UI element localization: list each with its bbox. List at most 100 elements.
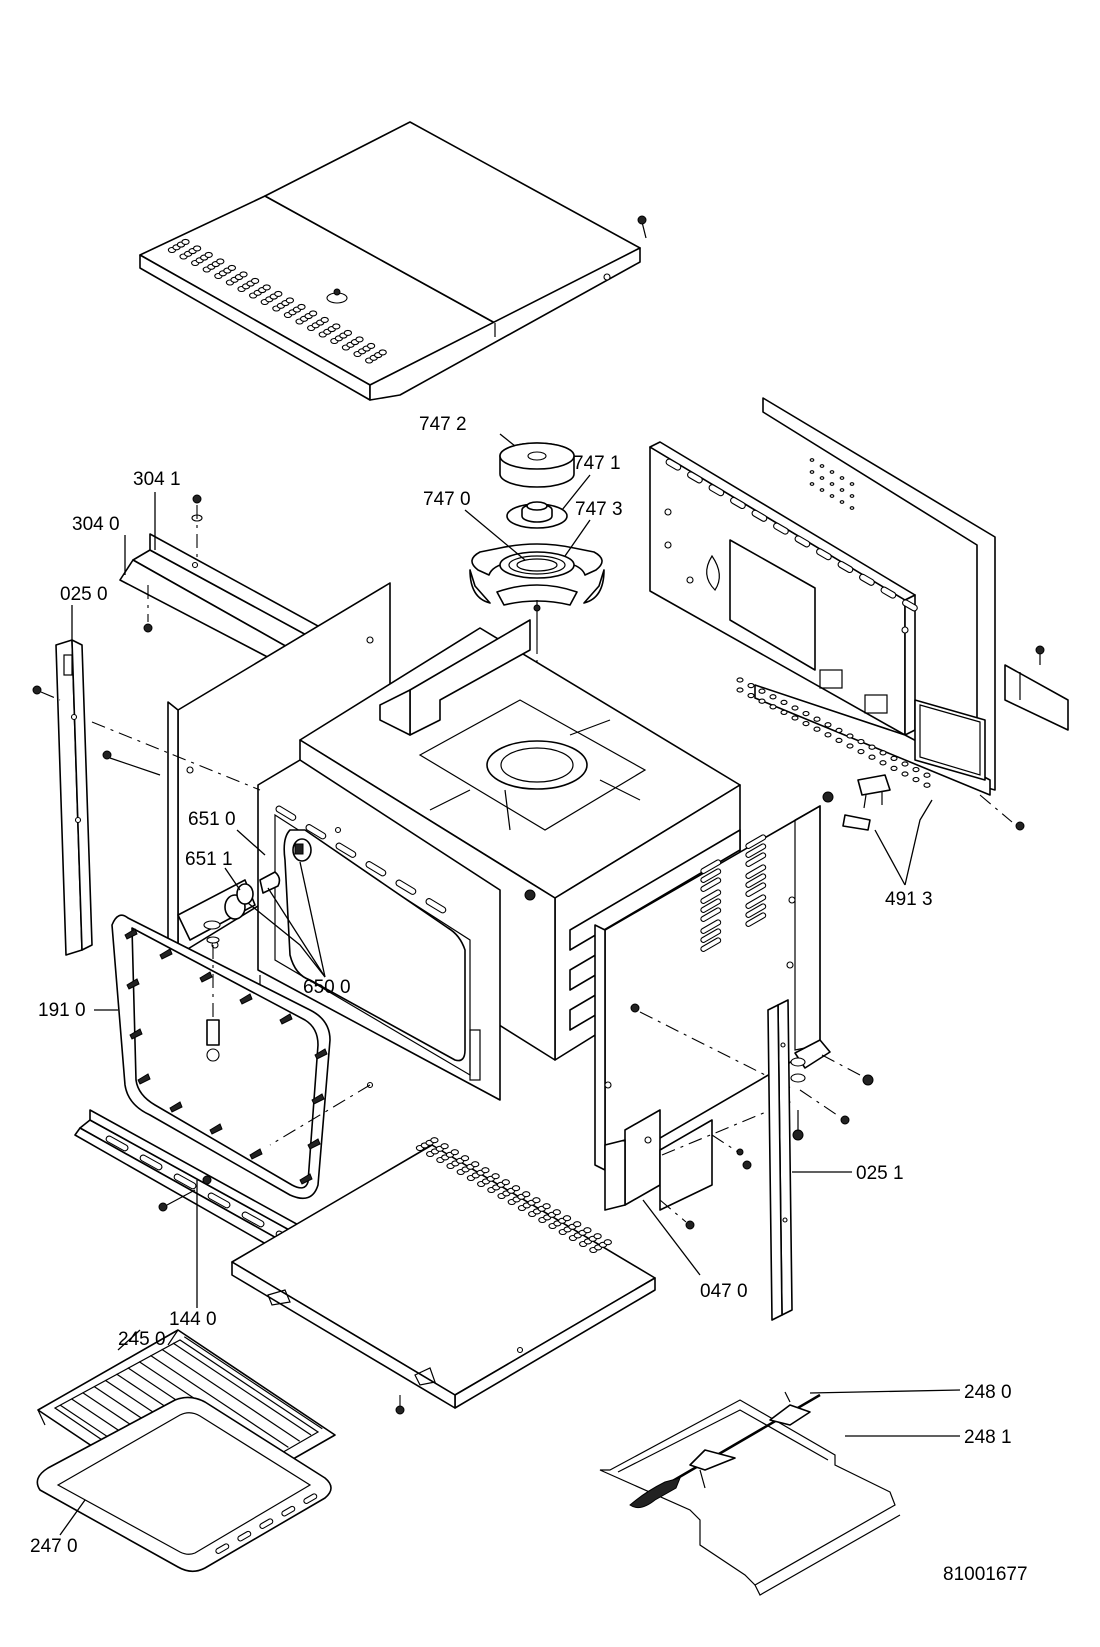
vent-dot: [809, 458, 815, 462]
panel-slot: [902, 599, 918, 612]
panel-slot: [665, 458, 682, 471]
perforation-hole: [879, 760, 887, 766]
vent-louvre: [700, 907, 722, 922]
perforation-hole: [355, 336, 364, 343]
vent-dot: [819, 488, 825, 492]
tray-slot: [215, 1543, 230, 1554]
perforation-hole: [532, 1197, 541, 1204]
panel-slot: [708, 484, 725, 497]
perforation-hole: [332, 323, 341, 330]
screw-top-right: [637, 215, 647, 239]
rotisserie-frame-2481: [599, 1399, 901, 1596]
vent-dot: [829, 482, 835, 486]
perforation-hole: [274, 290, 283, 297]
part-labels: 747 2 747 1 747 0 747 3 304 1 304 0 025 …: [30, 414, 1028, 1585]
perforation-hole: [780, 709, 788, 716]
label-7470: 747 0: [423, 489, 471, 510]
gasket-clip: [299, 1173, 313, 1185]
terminal-cover: [1004, 645, 1069, 731]
perforation-hole: [747, 692, 755, 699]
vent-louvre: [745, 873, 767, 888]
perforation-hole: [552, 1209, 561, 1216]
perforation-hole: [378, 349, 387, 356]
perforation-hole: [923, 782, 931, 788]
vent-louvre: [700, 937, 722, 952]
perforation-hole: [912, 776, 920, 783]
label-0470: 047 0: [700, 1281, 748, 1302]
perforation-hole: [868, 754, 876, 760]
perforation-hole: [192, 245, 202, 252]
label-1440: 144 0: [169, 1309, 217, 1330]
perforation-hole: [736, 687, 744, 693]
trim-slot: [241, 1211, 265, 1228]
vent-dot: [849, 482, 855, 486]
vent-louvre: [745, 894, 767, 909]
perforation-hole: [791, 705, 799, 711]
label-6511: 651 1: [185, 849, 233, 870]
baking-tray-2470: [36, 1396, 332, 1573]
vent-louvre: [700, 928, 722, 943]
vent-dot: [809, 482, 815, 486]
perforation-hole: [758, 688, 766, 694]
vent-louvre: [700, 898, 722, 913]
label-0250: 025 0: [60, 584, 108, 605]
trim-slot: [173, 1173, 197, 1190]
perforation-hole: [501, 1179, 510, 1186]
perforation-hole: [181, 238, 190, 245]
vent-louvre: [700, 877, 722, 892]
perforation-hole: [824, 722, 832, 728]
perforation-hole: [824, 732, 832, 738]
frame-slot: [395, 879, 417, 895]
perforation-hole: [262, 284, 271, 291]
panel-slot: [859, 573, 875, 586]
label-1910: 191 0: [38, 1000, 86, 1021]
vent-louvre: [745, 903, 767, 918]
perforation-hole: [285, 297, 295, 304]
lamp-assembly-650: [224, 838, 312, 920]
gasket-clip: [239, 993, 253, 1005]
perforation-hole: [542, 1203, 551, 1210]
perforation-hole: [430, 1137, 439, 1144]
trim-slot: [139, 1154, 163, 1171]
bottom-panel: [231, 1081, 656, 1415]
gasket-clip: [129, 1028, 143, 1040]
label-2450: 245 0: [118, 1329, 166, 1350]
vent-louvre: [745, 834, 767, 849]
label-2480: 248 0: [964, 1382, 1012, 1403]
rear-panel: [649, 397, 996, 796]
vent-louvre: [745, 882, 767, 897]
fan-cover-7472: [499, 442, 575, 488]
right-side-panel: [594, 791, 834, 1171]
label-6500: 650 0: [303, 977, 351, 998]
perforation-hole: [901, 761, 909, 767]
vent-louvre: [700, 868, 722, 883]
tray-slot: [281, 1505, 296, 1517]
gasket-clip: [249, 1148, 263, 1160]
perforation-hole: [857, 748, 865, 755]
perforation-hole: [901, 771, 909, 777]
panel-slot: [837, 560, 854, 574]
perforation-hole: [747, 682, 755, 689]
side-rail-0251: [767, 999, 874, 1321]
vent-dot: [839, 500, 845, 504]
perforation-hole: [227, 264, 237, 271]
leader-lines: [59, 433, 961, 1536]
tray-slot: [259, 1518, 274, 1529]
rear-panel-bottom-perforation: [736, 677, 931, 788]
vent-louvre: [745, 912, 767, 927]
rack-bar: [183, 1336, 323, 1430]
frame-top-slots: [275, 805, 447, 914]
perforation-hole: [813, 726, 821, 732]
perforation-hole: [481, 1167, 490, 1174]
vent-louvre: [745, 852, 767, 867]
trim-slot: [105, 1135, 129, 1152]
side-rail-0250: [32, 639, 261, 956]
perforation-hole: [450, 1149, 459, 1156]
vent-louvre: [700, 889, 722, 904]
label-2470: 247 0: [30, 1536, 78, 1557]
label-2481: 248 1: [964, 1427, 1012, 1448]
side-panel-vents: [700, 834, 767, 952]
perforation-hole: [583, 1227, 592, 1234]
perforation-hole: [511, 1185, 521, 1192]
